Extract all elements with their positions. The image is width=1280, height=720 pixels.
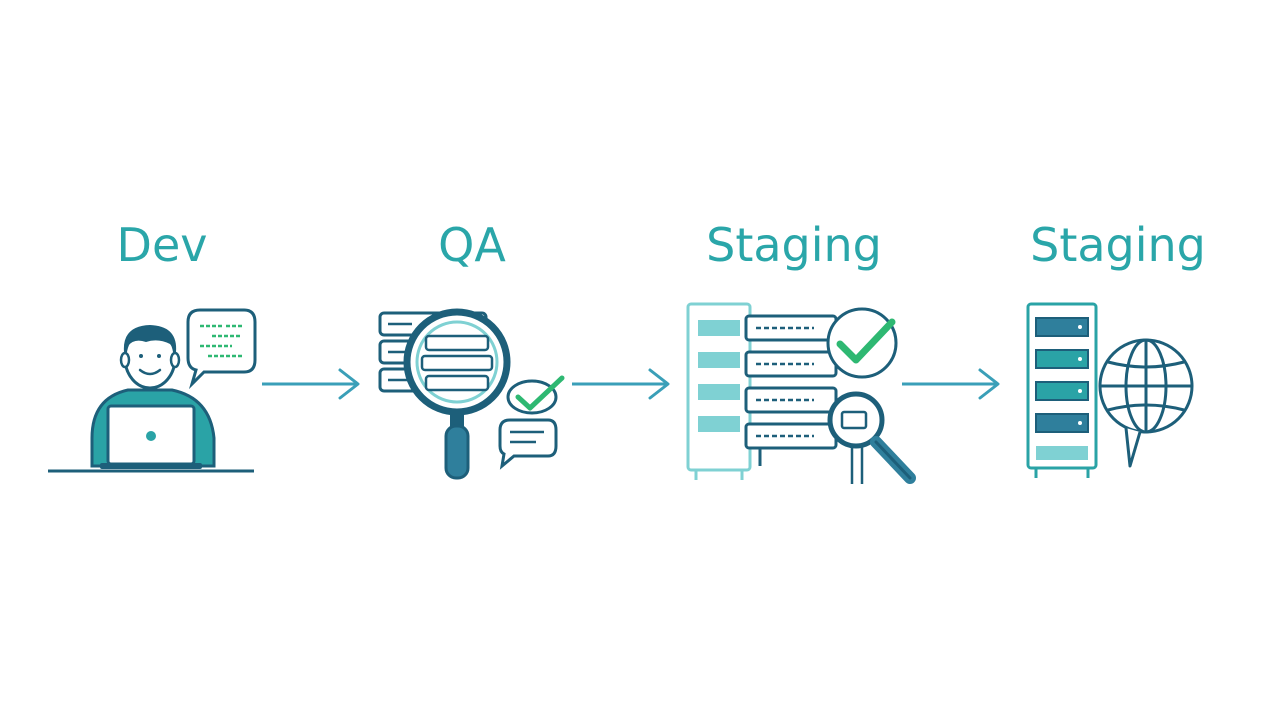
stage-label-staging: Staging bbox=[706, 218, 882, 272]
developer-laptop-icon bbox=[48, 308, 257, 473]
magnifier-server-icon bbox=[378, 308, 565, 480]
arrow-right-icon bbox=[262, 368, 360, 400]
arrow-right-icon bbox=[902, 368, 1000, 400]
arrow-right-icon bbox=[572, 368, 670, 400]
server-checklist-icon bbox=[686, 302, 916, 484]
stage-label-staging-2: Staging bbox=[1030, 218, 1206, 272]
server-globe-icon bbox=[1026, 302, 1194, 478]
stage-label-qa: QA bbox=[438, 218, 506, 272]
stage-label-dev: Dev bbox=[116, 218, 208, 272]
